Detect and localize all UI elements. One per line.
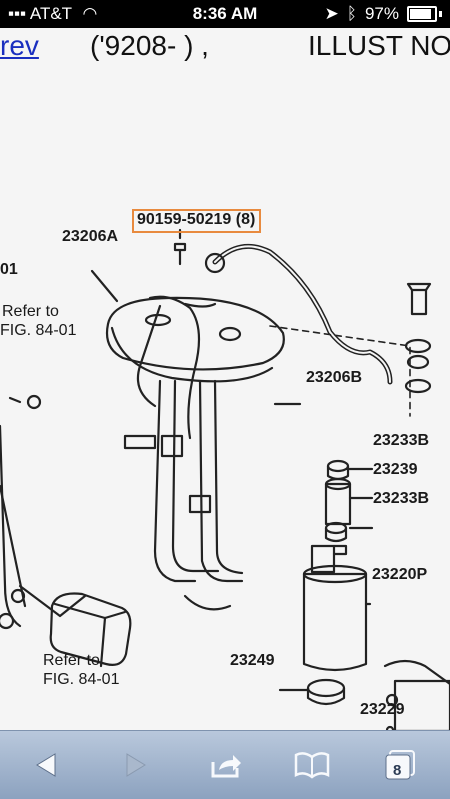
page-header: rev ('9208- ) , ILLUST NO bbox=[0, 28, 450, 66]
refer-label-top: Refer to bbox=[2, 303, 59, 320]
share-icon bbox=[211, 755, 241, 778]
battery-label: 97% bbox=[364, 4, 399, 23]
part-label-23229: 23229 bbox=[360, 701, 405, 718]
clock: 8:36 AM bbox=[192, 4, 258, 23]
fig-label-bottom: FIG. 84-01 bbox=[43, 671, 120, 688]
part-label-01: 01 bbox=[0, 261, 18, 278]
browser-toolbar: 8 bbox=[0, 730, 450, 799]
bookmarks-button[interactable] bbox=[292, 745, 332, 785]
part-label-23249: 23249 bbox=[230, 652, 275, 669]
location-icon: ➤ bbox=[324, 4, 339, 23]
battery-icon bbox=[407, 6, 437, 22]
back-button[interactable] bbox=[26, 745, 66, 785]
parts-diagram bbox=[0, 228, 450, 730]
book-icon bbox=[294, 752, 330, 779]
forward-arrow-icon bbox=[126, 753, 146, 777]
illust-number-label: ILLUST NO bbox=[308, 30, 450, 61]
tabs-count: 8 bbox=[393, 762, 402, 779]
part-label-23220p: 23220P bbox=[372, 566, 428, 583]
wifi-icon: ◠ bbox=[82, 4, 98, 23]
part-label-23233b-1: 23233B bbox=[373, 432, 430, 449]
part-label-23206a: 23206A bbox=[62, 228, 119, 245]
part-label-23206b: 23206B bbox=[306, 369, 363, 386]
back-arrow-icon bbox=[36, 753, 56, 777]
part-number-highlight bbox=[132, 209, 261, 233]
tabs-button[interactable]: 8 bbox=[380, 745, 420, 785]
refer-label-bottom: Refer to bbox=[43, 652, 100, 669]
web-page[interactable]: rev ('9208- ) , ILLUST NO bbox=[0, 28, 450, 730]
status-bar: ▪▪▪ AT&T ◠ 8:36 AM ➤ ᛒ 97% bbox=[0, 0, 450, 28]
carrier-group: ▪▪▪ AT&T ◠ bbox=[8, 4, 97, 24]
part-range-text: ('9208- ) , bbox=[90, 30, 209, 61]
fig-label-top: FIG. 84-01 bbox=[0, 322, 77, 339]
share-button[interactable] bbox=[206, 745, 246, 785]
bluetooth-icon: ᛒ bbox=[346, 4, 357, 23]
status-right: ➤ ᛒ 97% bbox=[325, 4, 442, 24]
prev-link[interactable]: rev bbox=[0, 30, 39, 61]
part-label-23233b-2: 23233B bbox=[373, 490, 430, 507]
forward-button[interactable] bbox=[116, 745, 156, 785]
tabs-icon bbox=[385, 750, 415, 780]
signal-icon: ▪▪▪ bbox=[8, 4, 30, 23]
part-label-90159: 90159-50219 (8) bbox=[137, 211, 256, 228]
carrier-label: AT&T bbox=[29, 4, 72, 23]
part-label-23239: 23239 bbox=[373, 461, 418, 478]
